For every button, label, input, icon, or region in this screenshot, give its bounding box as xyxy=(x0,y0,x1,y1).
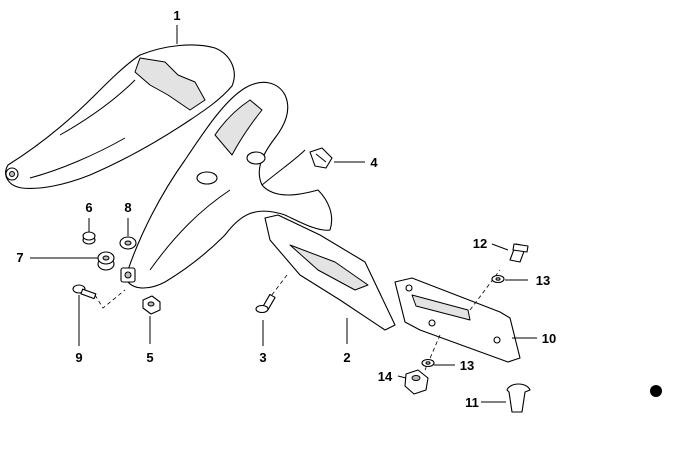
callout-1: 1 xyxy=(173,8,180,23)
bolt-part-9 xyxy=(72,284,126,309)
callout-6: 6 xyxy=(85,200,92,215)
callout-14: 14 xyxy=(378,369,393,384)
rear-frame-cover xyxy=(120,81,333,289)
panel-part-2 xyxy=(264,214,396,331)
marker-dot xyxy=(650,385,662,397)
washer-part-8 xyxy=(119,236,137,250)
nut-part-5 xyxy=(142,295,161,315)
rear-trim-part-1 xyxy=(5,44,235,189)
bushing-part-7 xyxy=(97,251,115,271)
callout-12: 12 xyxy=(473,236,487,251)
clip-part-4 xyxy=(309,147,333,169)
nut-part-14 xyxy=(404,369,429,395)
bracket-part-10 xyxy=(394,269,521,371)
callout-8: 8 xyxy=(124,200,131,215)
washer-part-13-lower xyxy=(421,358,435,368)
callout-2: 2 xyxy=(343,350,350,365)
callout-3: 3 xyxy=(259,350,266,365)
callout-5: 5 xyxy=(146,350,153,365)
leader-lines xyxy=(30,25,537,403)
callout-7: 7 xyxy=(16,250,23,265)
callout-11: 11 xyxy=(465,395,479,410)
callout-4: 4 xyxy=(370,155,378,170)
washer-part-13-upper xyxy=(491,274,505,284)
grommet-part-6 xyxy=(82,231,96,245)
plug-part-11 xyxy=(506,383,531,413)
bolt-part-12 xyxy=(509,243,529,263)
callout-13-lower: 13 xyxy=(460,358,474,373)
callout-9: 9 xyxy=(75,350,82,365)
screw-part-3 xyxy=(255,274,288,314)
callout-13-upper: 13 xyxy=(536,273,550,288)
callout-10: 10 xyxy=(542,331,556,346)
